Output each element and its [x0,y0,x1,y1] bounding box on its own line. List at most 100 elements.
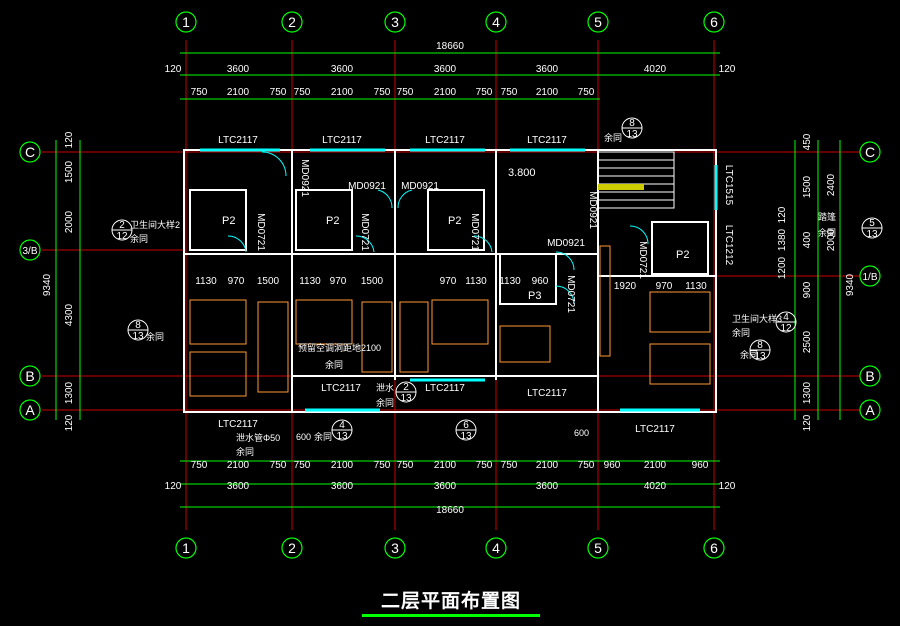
dim-edge: 120 [719,64,736,75]
door-swing [377,189,393,209]
svg-text:1130: 1130 [499,276,521,287]
svg-text:1500: 1500 [257,276,280,287]
svg-text:4: 4 [339,420,345,431]
bed [295,299,353,345]
wardrobe [399,301,429,373]
dim-edge: 120 [165,64,182,75]
door-swing [555,251,575,271]
svg-text:13: 13 [460,431,472,442]
svg-text:1500: 1500 [361,276,384,287]
dimension-lines [55,52,841,508]
room-dims: 1130 970 1500 1130 970 1500 970 1130 113… [195,276,707,292]
axis-bubble-4-top [485,11,507,33]
svg-text:1130: 1130 [195,276,217,287]
door-labels: MD0921 MD0921 MD0921 MD0921 MD0921 MD072… [255,159,648,313]
dim-seg: 960 [604,460,621,471]
dim-seg: 750 [191,460,208,471]
axis-bubble-c-left [19,141,41,163]
window-labels: LTC2117 LTC2117 LTC2117 LTC2117 LTC2117 … [218,135,734,435]
door-label: MD0721 [359,213,370,251]
window-label: LTC2117 [218,419,258,430]
windows [200,148,718,412]
svg-text:12: 12 [116,231,128,242]
svg-text:960: 960 [532,276,549,287]
p2-label: P2 [448,215,461,227]
svg-text:9340: 9340 [42,273,53,296]
wardrobe [257,301,289,393]
axis-bubble-b-left [19,365,41,387]
svg-text:120: 120 [777,206,788,223]
dim-600: 600 [296,432,311,442]
svg-text:4300: 4300 [64,303,75,326]
aux-label: 余同 [325,359,343,370]
dim-seg: 750 [294,87,311,98]
detail-ref-bubbles [111,117,883,441]
axis-bubble-1-top [175,11,197,33]
axis-bubble-3-top [384,11,406,33]
dim-seg: 2100 [227,460,250,471]
aux-label: 余同 [146,331,164,342]
axis-label: 2 [288,540,296,556]
svg-text:400: 400 [802,231,813,248]
window-label: LTC2117 [527,135,567,146]
svg-text:970: 970 [656,281,673,292]
furniture [189,245,711,397]
dim-seg: 750 [374,460,391,471]
door-label: MD0721 [565,275,576,313]
door-swing [355,235,375,253]
dim-bay: 3600 [331,64,354,75]
aux-label: 余同 [376,397,394,408]
axis-bubble-2-top [281,11,303,33]
doors [227,151,649,305]
svg-text:9340: 9340 [845,273,856,296]
axis-label: C [25,144,35,160]
axis-bubble-5-top [587,11,609,33]
aux-label: 余同 [604,132,622,143]
dim-bay: 4020 [644,481,667,492]
svg-text:2400: 2400 [826,173,837,196]
svg-text:1130: 1130 [685,281,707,292]
axis-label: C [865,144,875,160]
wardrobe [361,301,393,373]
axis-bubble-3b-left [19,239,41,261]
dim-bay: 3600 [536,481,559,492]
p2-label: P2 [676,249,689,261]
axis-label: 1/B [862,272,877,283]
dim-seg: 2100 [434,460,457,471]
aux-label: 余同 [130,233,148,244]
dim-bay: 3600 [536,64,559,75]
axis-label: 3 [391,14,399,30]
dim-seg: 2100 [434,87,457,98]
window-label: LTC2117 [425,383,465,394]
dim-seg: 2100 [536,460,559,471]
svg-text:120: 120 [64,131,75,148]
aux-label: 余同 [732,327,750,338]
door-label: MD0721 [637,241,648,279]
svg-text:2: 2 [119,220,125,231]
axis-labels: 1 2 3 4 5 6 1 2 3 4 5 6 C 3/B B A C 1/B … [22,14,877,556]
dim-seg: 750 [397,87,414,98]
p3-label: P3 [528,290,541,302]
bed [649,291,711,333]
svg-text:970: 970 [440,276,457,287]
dim-seg: 750 [270,460,287,471]
axis-label: 6 [710,14,718,30]
dim-seg: 960 [692,460,709,471]
dim-seg: 750 [501,87,518,98]
axis-bubble-b-right [859,365,881,387]
svg-text:2: 2 [403,382,409,393]
svg-text:13: 13 [754,351,766,362]
svg-text:2000: 2000 [64,210,75,233]
aux-label: 余同 [818,227,836,238]
window-label: LTC2117 [635,424,675,435]
window-label: LTC1212 [723,225,734,266]
door-label: MD0721 [255,213,266,251]
dim-seg: 2100 [331,460,354,471]
door-swing [473,235,493,253]
dim-overall-bottom: 18660 [436,505,464,516]
axis-label: 4 [492,540,500,556]
dim-bay: 4020 [644,64,667,75]
bath-label-3: 卫生间大样3 [732,313,782,324]
axis-bubble-1b-right [859,265,881,287]
svg-text:1200: 1200 [777,256,788,279]
